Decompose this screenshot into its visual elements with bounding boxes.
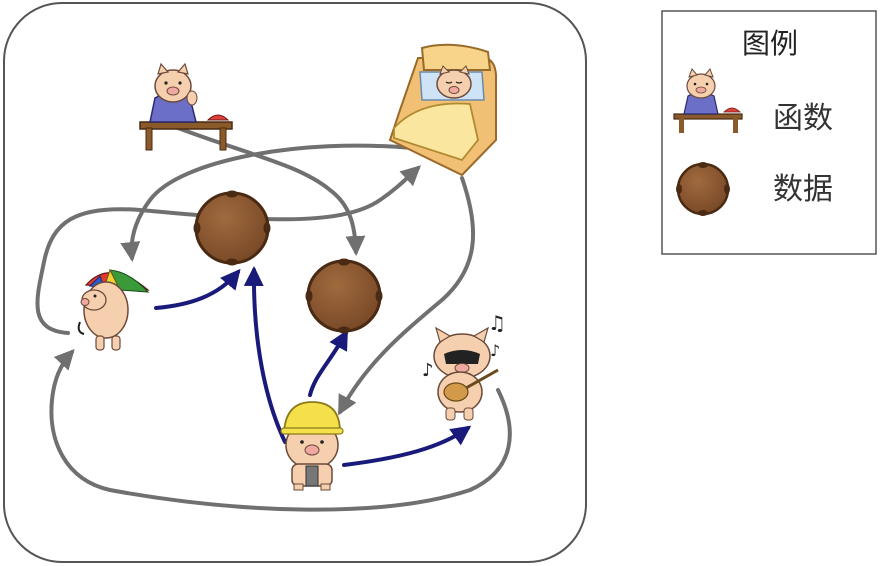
legend-data-icon bbox=[676, 162, 730, 216]
gray-arrow-eating-pig-to-ball2 bbox=[176, 126, 366, 256]
blue-arrow-worker-pig-to-guitar-pig bbox=[342, 425, 472, 467]
legend-title: 图例 bbox=[742, 27, 798, 60]
svg-text:♫: ♫ bbox=[488, 311, 506, 335]
pig-function-guitar: ♪ ♫ ♪ bbox=[422, 311, 506, 421]
svg-text:♪: ♪ bbox=[422, 360, 434, 381]
pig-function-umbrella bbox=[77, 268, 150, 351]
blue-arrow-umbrella-pig-to-ball1 bbox=[154, 268, 241, 310]
pig-function-eating bbox=[139, 62, 233, 151]
legend-label-function: 函数 bbox=[773, 101, 833, 136]
pig-function-sleeping bbox=[388, 43, 497, 177]
gray-arrow-guitar-pig-to-umbrella-pig bbox=[49, 349, 512, 512]
blue-arrow-worker-pig-to-ball1 bbox=[243, 266, 287, 444]
diagram-frame bbox=[3, 2, 587, 563]
gray-arrow-bed-to-umbrella-pig bbox=[120, 143, 414, 262]
data-ball-2 bbox=[305, 258, 383, 334]
blue-arrow-worker-pig-to-ball2 bbox=[308, 329, 348, 397]
gray-arrow-bed-to-worker-pig bbox=[338, 176, 476, 416]
data-ball-1 bbox=[193, 190, 271, 266]
svg-text:♪: ♪ bbox=[490, 341, 500, 360]
gray-arrow-umbrella-pig-to-bed bbox=[35, 165, 421, 335]
legend-function-icon bbox=[673, 68, 743, 133]
pig-function-worker bbox=[280, 401, 344, 491]
legend-label-data: 数据 bbox=[773, 172, 833, 207]
